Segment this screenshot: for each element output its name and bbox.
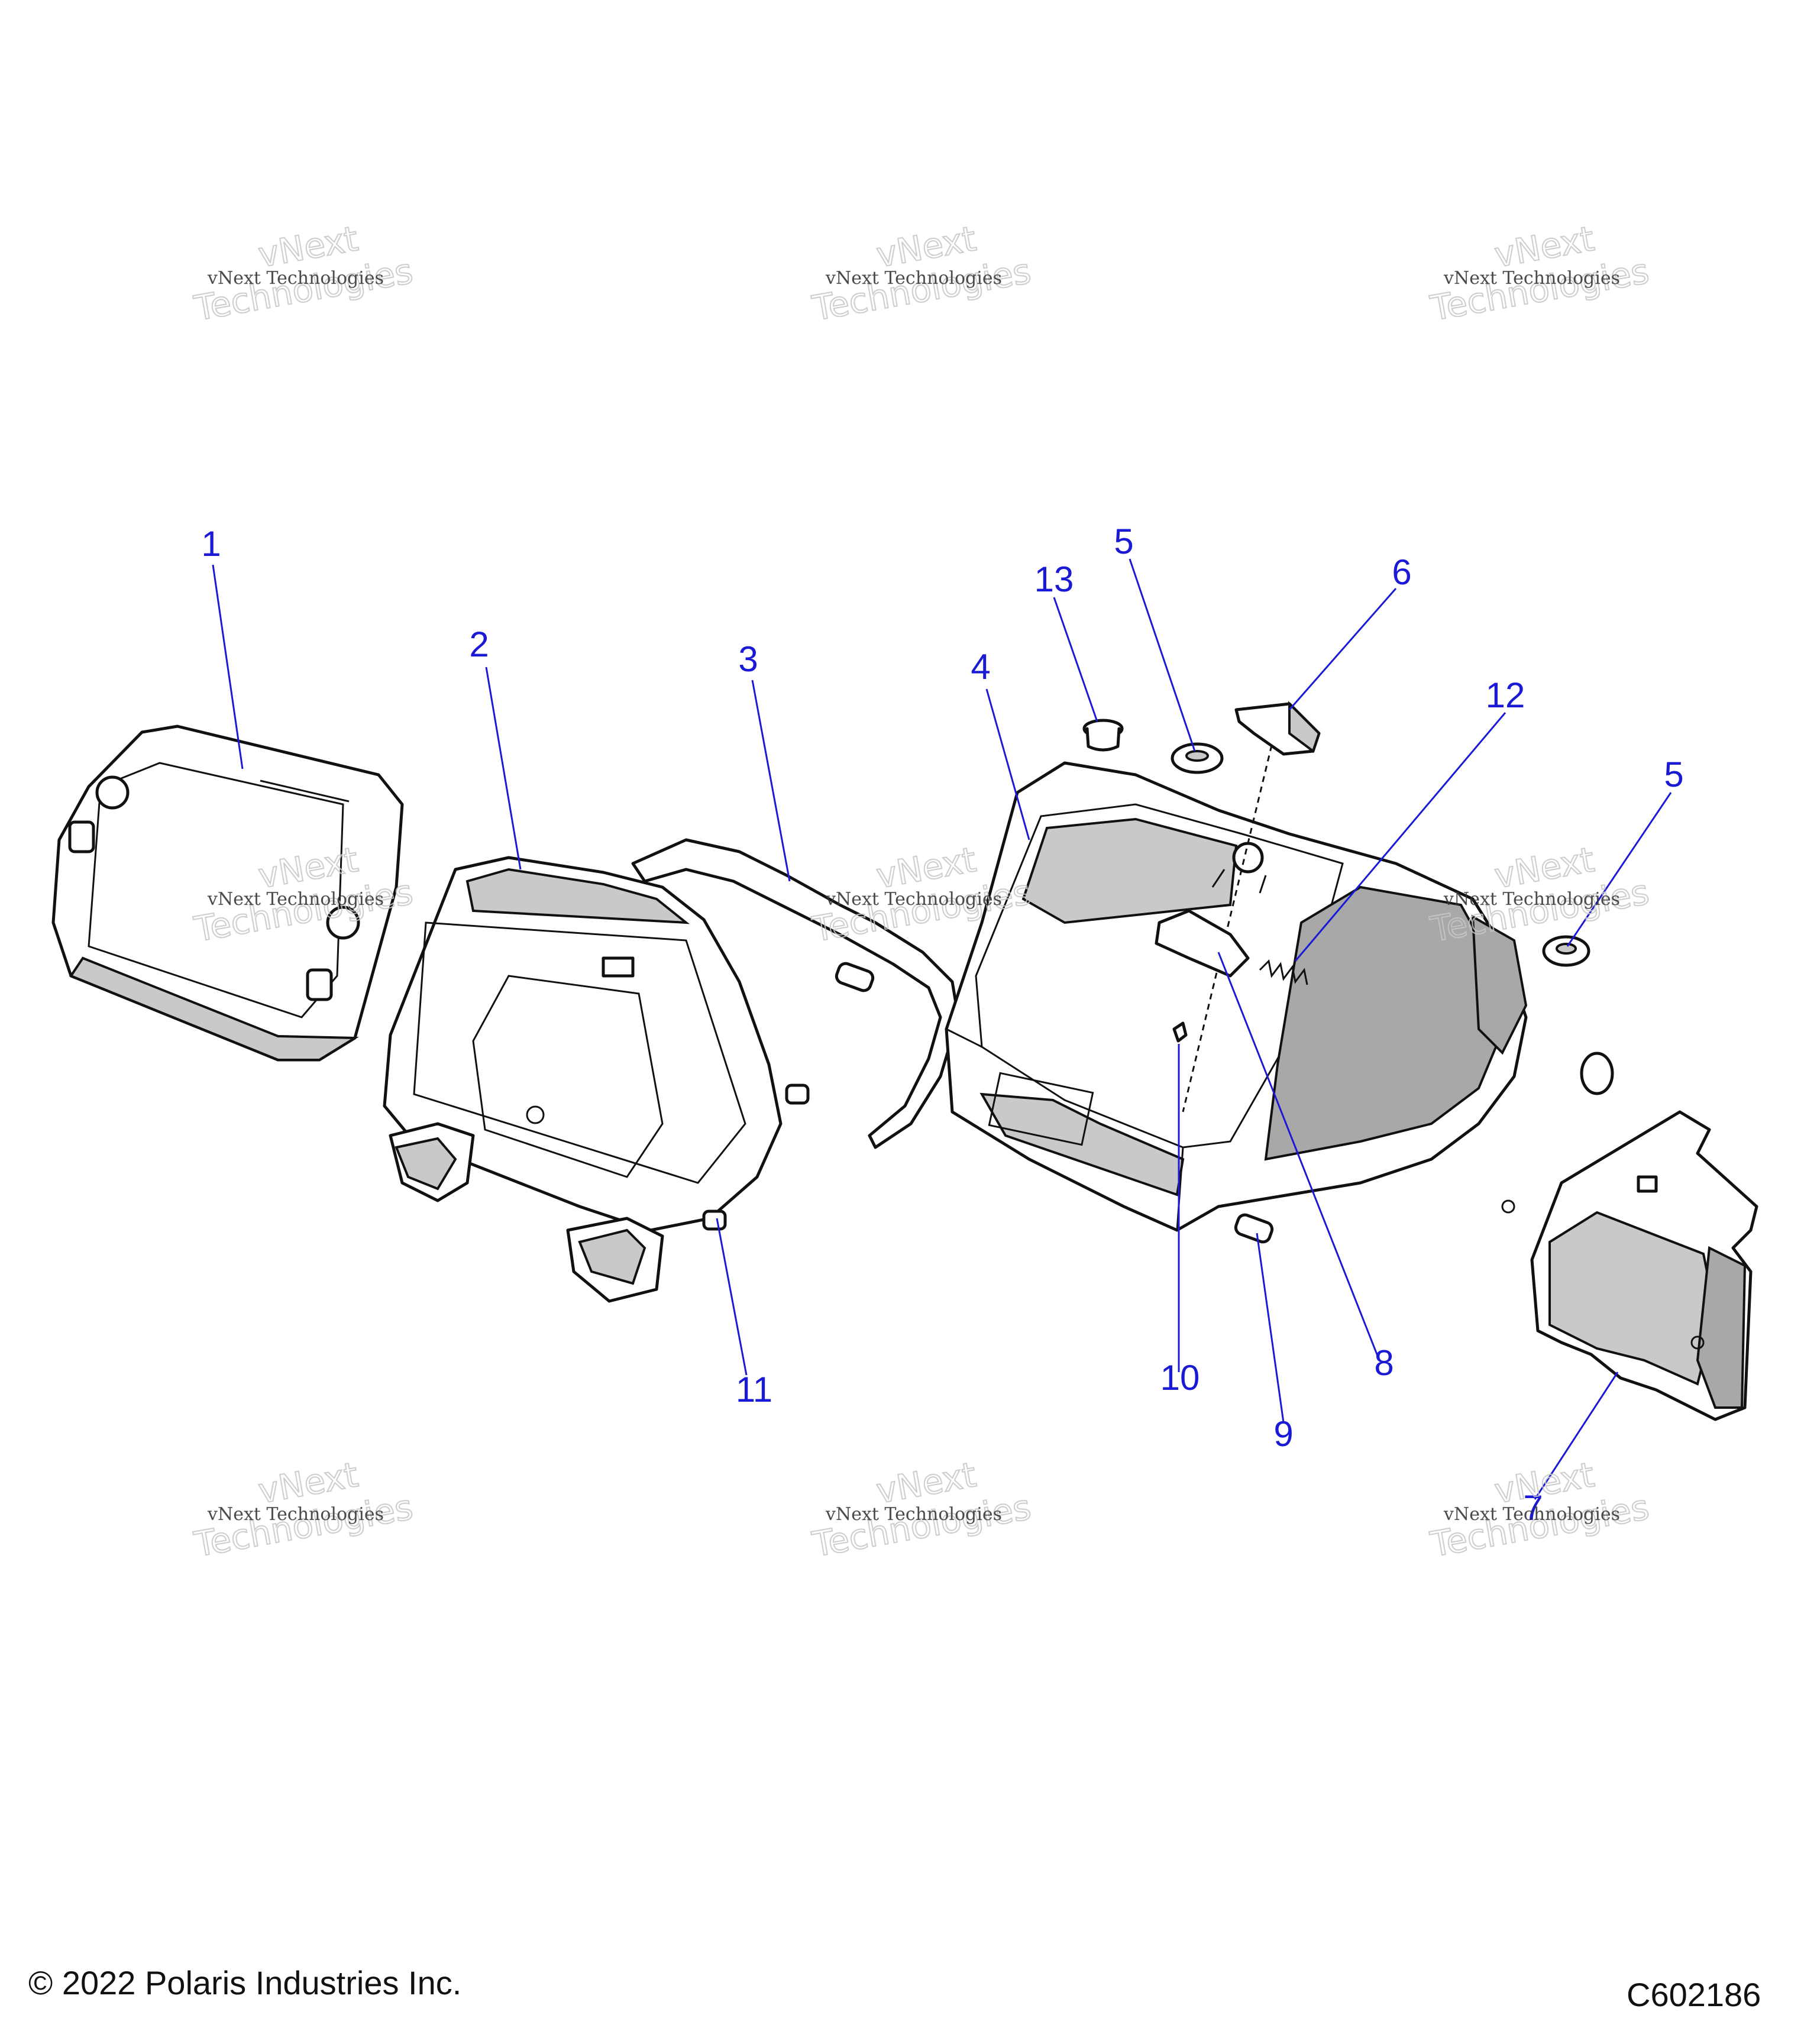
diagram-code: C602186 — [1627, 1976, 1761, 2013]
watermark: vNext Technologies vNext Technologies — [809, 218, 1034, 329]
callout-4: 4 — [971, 647, 990, 687]
svg-text:vNext Technologies: vNext Technologies — [207, 889, 384, 910]
part-3-gasket — [631, 838, 960, 1149]
watermark: vNext Technologies vNext Technologies — [809, 1454, 1034, 1566]
callout-1: 1 — [201, 524, 221, 564]
part-10-screw — [1172, 1021, 1188, 1043]
callout-10: 10 — [1160, 1358, 1200, 1398]
callout-3: 3 — [738, 639, 758, 679]
part-8-latch — [1155, 909, 1250, 978]
callout-labels: 1 2 3 4 5 6 12 13 5 7 8 9 10 11 — [201, 522, 1683, 1528]
grommet-small — [1580, 1052, 1614, 1095]
callout-5-upper: 5 — [1114, 522, 1133, 561]
callout-7: 7 — [1523, 1488, 1543, 1528]
watermark: vNext Technologies vNext Technologies — [1427, 839, 1653, 950]
callout-12: 12 — [1486, 675, 1525, 715]
part-5-grommet-upper — [1171, 742, 1224, 774]
callout-11: 11 — [736, 1370, 772, 1409]
watermark: vNext Technologies vNext Technologies — [1427, 218, 1653, 329]
svg-text:vNext Technologies: vNext Technologies — [1443, 1504, 1620, 1525]
part-7-heat-shield — [1501, 1110, 1758, 1421]
part-13-plug — [1082, 719, 1124, 752]
part-5-grommet-right — [1542, 935, 1590, 967]
part-12-spring — [1259, 959, 1308, 985]
svg-text:vNext Technologies: vNext Technologies — [825, 1504, 1002, 1525]
svg-text:vNext Technologies: vNext Technologies — [207, 268, 384, 289]
callout-13: 13 — [1034, 559, 1074, 599]
svg-text:vNext Technologies: vNext Technologies — [1443, 268, 1620, 289]
watermark: vNext Technologies vNext Technologies — [190, 1454, 416, 1566]
callout-6: 6 — [1392, 552, 1411, 592]
callout-8: 8 — [1374, 1343, 1394, 1383]
callout-9: 9 — [1273, 1414, 1293, 1454]
svg-text:vNext Technologies: vNext Technologies — [1443, 889, 1620, 910]
svg-text:vNext Technologies: vNext Technologies — [825, 268, 1002, 289]
part-6-latch-knob — [1182, 701, 1321, 1112]
svg-text:vNext Technologies: vNext Technologies — [207, 1504, 384, 1525]
leader-lines — [212, 558, 1672, 1500]
callout-2: 2 — [469, 625, 489, 664]
part-2-bezel-housing — [383, 856, 783, 1303]
copyright-notice: © 2022 Polaris Industries Inc. — [28, 1964, 462, 2001]
svg-text:vNext Technologies: vNext Technologies — [825, 889, 1002, 910]
callout-5-right: 5 — [1664, 755, 1683, 794]
watermark: vNext Technologies vNext Technologies — [1427, 1454, 1653, 1566]
watermark: vNext Technologies vNext Technologies — [190, 218, 416, 329]
fasteners — [702, 962, 1274, 1244]
part-1-display-gauge — [51, 725, 404, 1062]
